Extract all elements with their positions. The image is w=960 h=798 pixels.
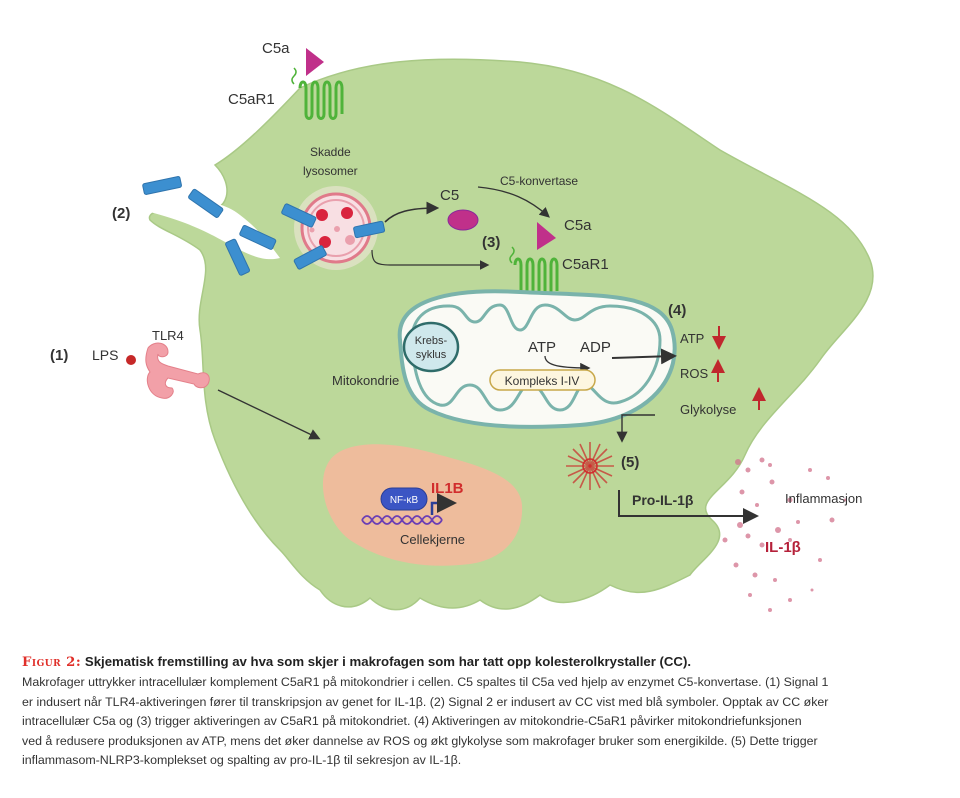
caption-line: ved å redusere produksjonen av ATP, mens… <box>22 733 818 748</box>
caption-title: Skjematisk fremstilling av hva som skjer… <box>81 654 692 669</box>
nlrp3-inflammasome <box>566 442 614 490</box>
arrow-c5-to-c5a <box>477 186 550 218</box>
cholesterol-crystals <box>142 176 386 276</box>
label-step-2: (2) <box>112 205 130 222</box>
label-lps: LPS <box>92 347 118 363</box>
caption-line: er indusert når TLR4-aktiveringen fører … <box>22 694 829 709</box>
caption-line: inflammasom-NLRP3-komplekset og spalting… <box>22 753 462 768</box>
label-skadde: Skadde <box>310 145 351 159</box>
label-tlr4: TLR4 <box>152 328 184 343</box>
label-c5ar1-top: C5aR1 <box>228 91 275 108</box>
c5a-ligand-top <box>306 48 324 76</box>
label-atp: ATP <box>528 339 556 356</box>
label-step-5: (5) <box>621 454 639 471</box>
arrow-pro-il1b <box>618 490 759 524</box>
label-il1b-gene: IL1B <box>431 480 464 497</box>
arrow-lysosome-to-c5ar1 <box>371 249 490 270</box>
label-step-4: (4) <box>668 302 686 319</box>
arrow-lysosome-to-c5 <box>384 201 440 223</box>
label-pro-il1b: Pro-IL-1β <box>632 492 694 508</box>
figure-label: Figur 2: <box>22 655 82 670</box>
damaged-lysosome <box>294 186 378 270</box>
label-kompleks: Kompleks I-IV <box>505 374 580 388</box>
c5ar1-membrane-receptor <box>291 67 344 120</box>
nfkb-complex <box>380 487 428 511</box>
c5-protein <box>447 209 479 231</box>
label-adp: ADP <box>580 339 611 356</box>
label-lysosomer: lysosomer <box>303 164 358 178</box>
dna-helix <box>361 515 443 525</box>
arrow-atp-adp <box>544 355 591 374</box>
label-nfkb: NF-κB <box>390 495 419 506</box>
tlr4-receptor <box>145 342 210 399</box>
kompleks-box <box>489 369 596 391</box>
lps-molecule <box>126 355 136 365</box>
label-c5-konvertase: C5-konvertase <box>500 174 578 188</box>
caption-line: intracellulær C5a og (3) trigger aktiver… <box>22 714 802 729</box>
label-inflammasjon: Inflammasjon <box>785 491 862 506</box>
label-krebs-1: Krebs- <box>415 335 448 347</box>
figure-caption: Figur 2: Skjematisk fremstilling av hva … <box>22 652 942 771</box>
mitochondrion <box>397 289 677 429</box>
arrow-mito-to-effects <box>611 348 677 365</box>
macrophage-diagram: C5a C5aR1 Skadde lysosomer (2) C5 C5-kon… <box>50 40 874 612</box>
label-c5a-top: C5a <box>262 40 290 57</box>
arrow-tlr4-to-nucleus <box>217 389 321 440</box>
label-step-1: (1) <box>50 347 68 364</box>
label-glykolyse-effect: Glykolyse <box>680 402 736 417</box>
label-cellekjerne: Cellekjerne <box>400 532 465 547</box>
caption-body: Makrofager uttrykker intracellulær kompl… <box>22 673 942 771</box>
label-c5ar1-inner: C5aR1 <box>562 256 609 273</box>
caption-line: Makrofager uttrykker intracellulær kompl… <box>22 675 829 689</box>
arrow-to-inflammasome <box>616 414 655 443</box>
label-atp-effect: ATP <box>680 331 704 346</box>
label-krebs-2: syklus <box>416 349 447 361</box>
label-mitokondrie: Mitokondrie <box>332 373 399 388</box>
label-c5: C5 <box>440 187 459 204</box>
uptake-opening <box>150 200 280 260</box>
krebs-cycle <box>402 321 460 373</box>
caption-title-line: Figur 2: Skjematisk fremstilling av hva … <box>22 652 942 673</box>
label-il1b-secreted: IL-1β <box>765 539 801 556</box>
label-step-3: (3) <box>482 234 500 251</box>
label-ros-effect: ROS <box>680 366 709 381</box>
transcription-start-arrow <box>430 493 457 515</box>
label-c5a-inner: C5a <box>564 217 592 234</box>
c5a-ligand-inner <box>537 222 556 250</box>
il1b-particles <box>722 457 847 612</box>
